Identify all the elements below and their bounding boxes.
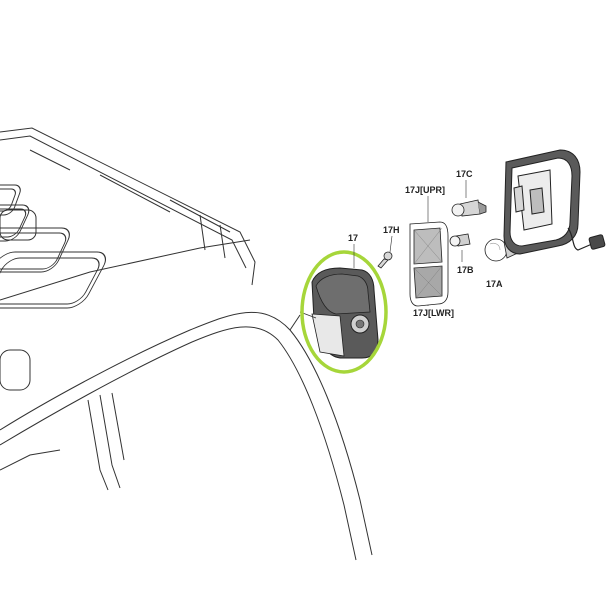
- highlight-circle: [300, 250, 388, 374]
- part-17b-bulb[interactable]: [449, 233, 471, 247]
- vehicle-roof-frame: [0, 127, 373, 561]
- label-17c: 17C: [456, 169, 473, 179]
- leader-lines: [353, 180, 467, 306]
- label-17b: 17B: [457, 265, 474, 275]
- label-17j-lwr: 17J[LWR]: [413, 308, 454, 318]
- label-17h: 17H: [383, 225, 400, 235]
- label-17: 17: [348, 233, 358, 243]
- label-17j-upr: 17J[UPR]: [405, 185, 445, 195]
- label-17a: 17A: [486, 279, 503, 289]
- part-17c-bulb[interactable]: [451, 199, 487, 217]
- part-17j-lens[interactable]: [409, 221, 449, 307]
- part-17h-screw[interactable]: [377, 251, 393, 269]
- lamp-body-rear: [503, 149, 606, 255]
- part-17-lamp-housing[interactable]: [299, 267, 379, 359]
